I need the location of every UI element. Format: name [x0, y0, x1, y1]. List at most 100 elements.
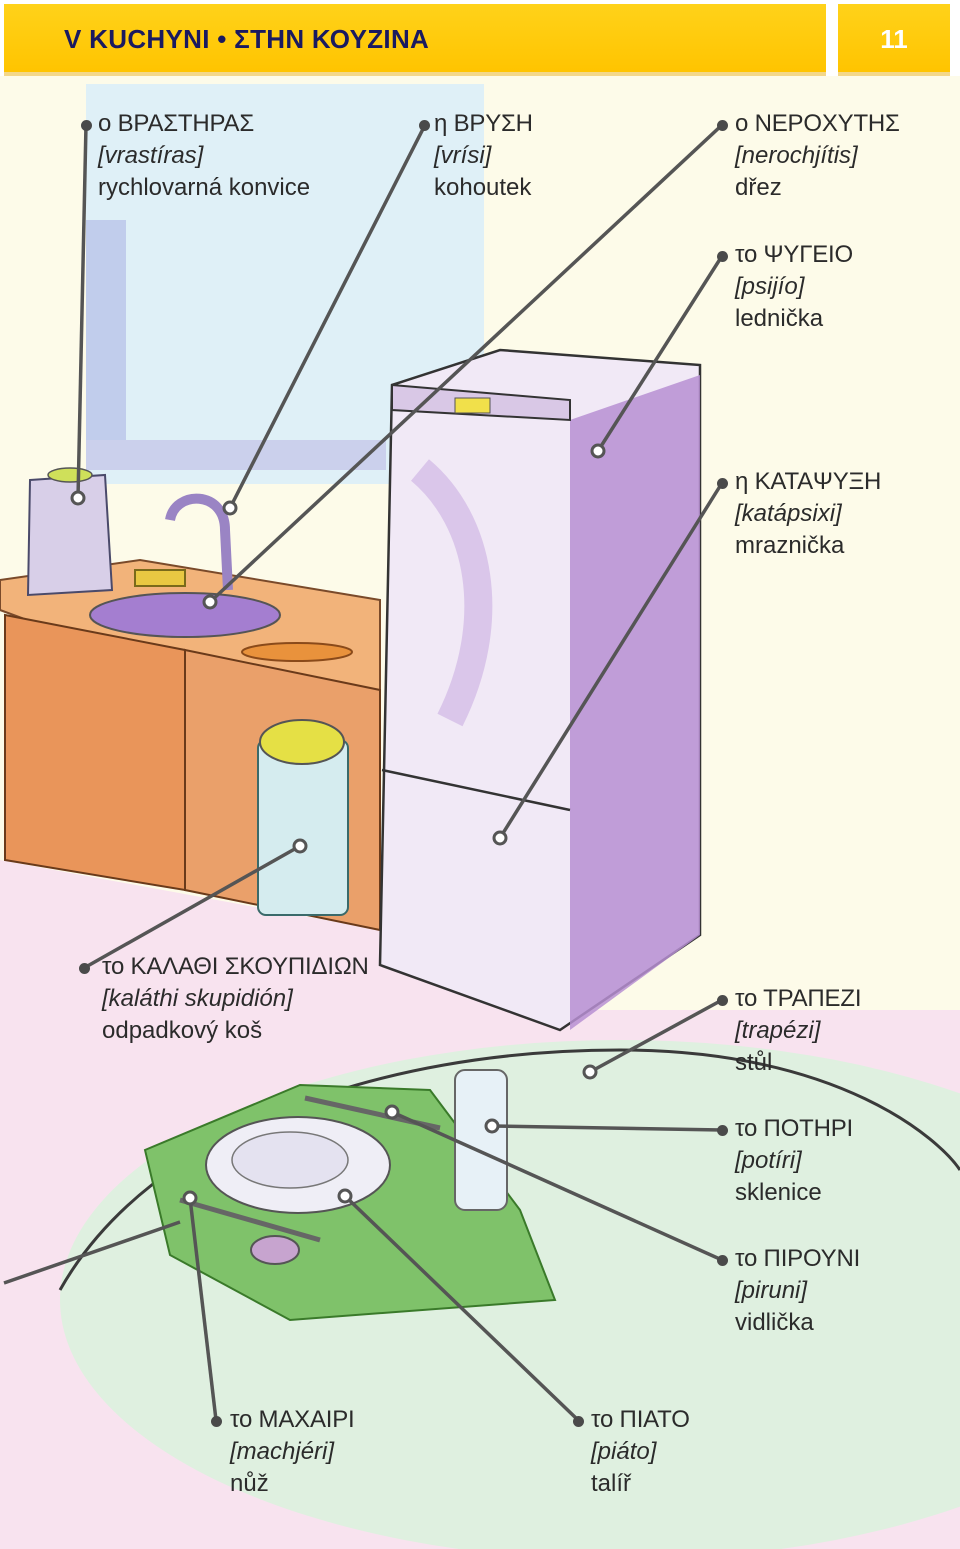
- header-bar: V KUCHYNI • ΣΤΗΝ ΚΟΥΖΙΝΑ: [4, 4, 826, 76]
- bin-drawing: [257, 739, 349, 916]
- label-czech: nůž: [230, 1470, 269, 1497]
- endpoint-sink: [202, 594, 218, 610]
- label-greek: το ΤΡΑΠΕΖΙ: [735, 985, 862, 1012]
- label-czech: mraznička: [735, 532, 845, 559]
- label-dot: [573, 1416, 584, 1427]
- label-czech: lednička: [735, 305, 824, 332]
- fridge-side: [570, 375, 700, 1030]
- label-transliteration: [katápsixi]: [735, 500, 842, 527]
- label-transliteration: [trapézi]: [735, 1017, 821, 1044]
- label-greek: το ΠΟΤΗΡΙ: [735, 1115, 854, 1142]
- label-faucet: η ΒΡΥΣΗ [vrísi] kohoutek: [434, 108, 533, 204]
- label-greek: το ΜΑΧΑΙΡΙ: [230, 1406, 355, 1433]
- label-plate: το ΠΙΑΤΟ [piáto] talíř: [591, 1404, 690, 1500]
- leader-sink: [208, 123, 724, 604]
- label-knife: το ΜΑΧΑΙΡΙ [machjéri] nůž: [230, 1404, 355, 1500]
- label-dot: [717, 1255, 728, 1266]
- page-number-box: 11: [838, 4, 950, 76]
- label-greek: ο ΝΕΡΟΧΥΤΗΣ: [735, 110, 900, 137]
- leader-glass: [491, 1124, 723, 1132]
- leader-plate: [343, 1194, 580, 1422]
- faucet-drawing: [165, 493, 233, 591]
- label-greek: το ΠΙΡΟΥΝΙ: [735, 1245, 861, 1272]
- leader-fork: [391, 1110, 723, 1262]
- label-czech: stůl: [735, 1049, 773, 1076]
- endpoint-table: [582, 1064, 598, 1080]
- label-czech: odpadkový koš: [102, 1017, 263, 1044]
- endpoint-fork: [384, 1104, 400, 1120]
- label-greek: ο ΒΡΑΣΤΗΡΑΣ: [98, 110, 254, 137]
- label-transliteration: [kaláthi skupidión]: [102, 985, 293, 1012]
- sink-bowl: [89, 592, 281, 638]
- label-freezer: η ΚΑΤΑΨΥΞΗ [katápsixi] mraznička: [735, 466, 881, 562]
- label-greek: το ΠΙΑΤΟ: [591, 1406, 690, 1433]
- label-transliteration: [potíri]: [735, 1147, 802, 1174]
- knife-drawing: [179, 1197, 321, 1243]
- label-greek: η ΒΡΥΣΗ: [434, 110, 533, 137]
- label-dot: [79, 963, 90, 974]
- fridge-freezer-divider: [381, 768, 571, 812]
- label-czech: vidlička: [735, 1309, 814, 1336]
- label-transliteration: [vrastíras]: [98, 142, 204, 169]
- cabinet-left: [4, 613, 186, 892]
- endpoint-faucet: [222, 500, 238, 516]
- plate-center: [231, 1131, 349, 1189]
- wooden-spoon: [241, 642, 353, 662]
- label-table: το ΤΡΑΠΕΖΙ [trapézi] stůl: [735, 983, 861, 1079]
- leader-bin: [83, 844, 301, 970]
- spoon-drawing: [250, 1235, 300, 1265]
- label-fork: το ΠΙΡΟΥΝΙ [piruni] vidlička: [735, 1243, 860, 1339]
- label-greek: το ΨΥΓΕΙΟ: [735, 241, 853, 268]
- window-frame: [86, 220, 126, 460]
- leader-kettle: [76, 124, 88, 499]
- label-dot: [717, 1125, 728, 1136]
- endpoint-glass: [484, 1118, 500, 1134]
- kettle-drawing: [26, 473, 114, 597]
- sponge: [134, 569, 186, 587]
- label-sink: ο ΝΕΡΟΧΥΤΗΣ [nerochjítis] dřez: [735, 108, 900, 204]
- leader-faucet: [228, 124, 427, 509]
- leader-knife-extra: [3, 1220, 181, 1285]
- label-transliteration: [psijío]: [735, 273, 805, 300]
- label-glass: το ΠΟΤΗΡΙ [potíri] sklenice: [735, 1113, 853, 1209]
- label-czech: sklenice: [735, 1179, 822, 1206]
- fridge-indicator: [454, 397, 491, 414]
- kettle-lid: [47, 467, 93, 483]
- label-dot: [717, 995, 728, 1006]
- fridge-shade: [410, 459, 493, 727]
- label-czech: talíř: [591, 1470, 632, 1497]
- glass-drawing: [454, 1069, 508, 1211]
- label-czech: kohoutek: [434, 174, 532, 201]
- leader-freezer: [498, 482, 724, 839]
- leader-fridge: [596, 255, 724, 452]
- label-dot: [81, 120, 92, 131]
- endpoint-knife: [182, 1190, 198, 1206]
- leader-knife: [188, 1197, 218, 1421]
- endpoint-bin: [292, 838, 308, 854]
- label-bin: το ΚΑΛΑΘΙ ΣΚΟΥΠΙΔΙΩΝ [kaláthi skupidión]…: [102, 951, 369, 1047]
- label-kettle: ο ΒΡΑΣΤΗΡΑΣ [vrastíras] rychlovarná konv…: [98, 108, 310, 204]
- label-transliteration: [piáto]: [591, 1438, 657, 1465]
- label-dot: [717, 478, 728, 489]
- label-czech: dřez: [735, 174, 782, 201]
- leader-table: [589, 998, 723, 1074]
- endpoint-fridge: [590, 443, 606, 459]
- label-dot: [419, 120, 430, 131]
- label-transliteration: [vrísi]: [434, 142, 492, 169]
- label-greek: το ΚΑΛΑΘΙ ΣΚΟΥΠΙΔΙΩΝ: [102, 953, 369, 980]
- label-transliteration: [piruni]: [735, 1277, 808, 1304]
- label-dot: [717, 251, 728, 262]
- label-fridge: το ΨΥΓΕΙΟ [psijío] lednička: [735, 239, 853, 335]
- page-title: V KUCHYNI • ΣΤΗΝ ΚΟΥΖΙΝΑ: [64, 24, 430, 54]
- window-sill: [86, 440, 386, 470]
- leader-endpoints: [70, 443, 606, 1206]
- label-greek: η ΚΑΤΑΨΥΞΗ: [735, 468, 882, 495]
- bin-lid: [259, 719, 345, 765]
- label-transliteration: [machjéri]: [230, 1438, 335, 1465]
- endpoint-freezer: [492, 830, 508, 846]
- page-number: 11: [880, 24, 908, 54]
- label-dot: [717, 120, 728, 131]
- label-czech: rychlovarná konvice: [98, 174, 311, 201]
